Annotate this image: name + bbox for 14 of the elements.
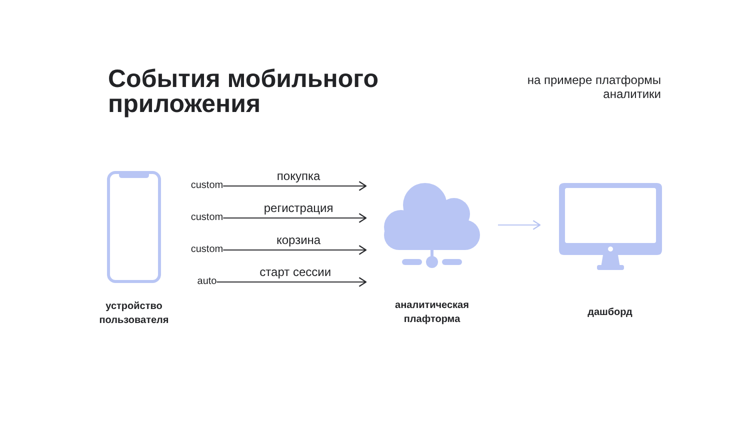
arrow	[223, 245, 367, 255]
node-label: устройство пользователя	[98, 300, 170, 328]
node-label: аналитическая плафторма	[394, 299, 470, 327]
arrow	[498, 220, 541, 230]
arrow	[223, 181, 367, 191]
subtitle: на примере платформы аналитики	[526, 73, 661, 101]
event-type-label: custom	[190, 211, 224, 225]
arrow	[216, 277, 367, 287]
event-type-label: auto	[197, 275, 217, 289]
title: События мобильного приложения	[108, 67, 380, 117]
event-type-label: custom	[190, 243, 224, 257]
event-type-label: custom	[190, 179, 224, 193]
arrow	[223, 213, 367, 223]
node-label: дашборд	[588, 306, 632, 320]
